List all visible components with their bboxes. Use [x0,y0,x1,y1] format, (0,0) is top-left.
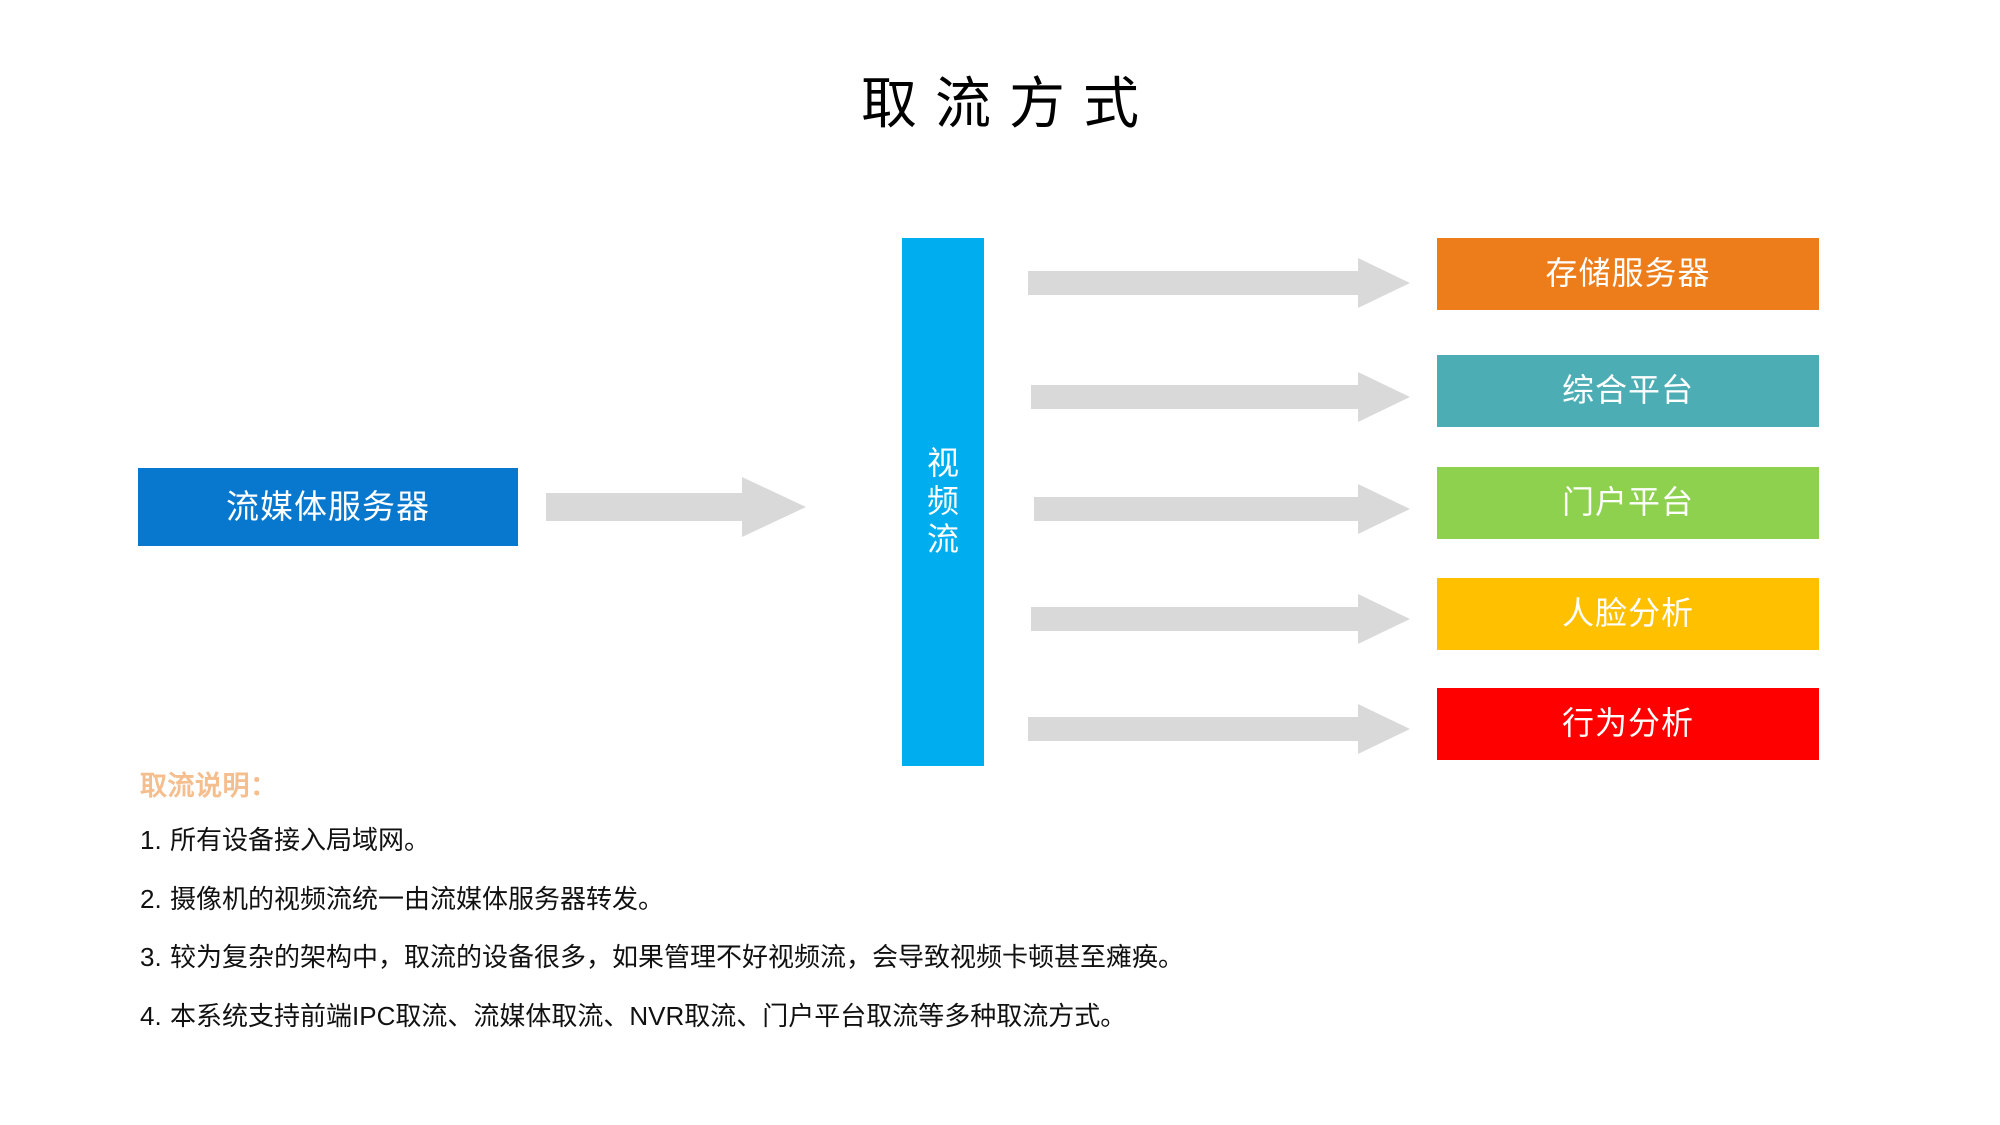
node-video-stream-char-1: 视 [926,445,959,482]
node-behavior-analysis[interactable]: 行为分析 [1437,688,1819,760]
note-item: 1. 所有设备接入局域网。 [140,824,1540,857]
note-item-text: 摄像机的视频流统一由流媒体服务器转发。 [170,883,665,914]
note-item: 3. 较为复杂的架构中，取流的设备很多，如果管理不好视频流，会导致视频卡顿甚至瘫痪… [140,941,1540,974]
note-item: 2. 摄像机的视频流统一由流媒体服务器转发。 [140,883,1540,916]
node-integrated-platform-label: 综合平台 [1561,372,1694,409]
arrow-stream-to-behavior-analysis [1028,704,1410,754]
node-integrated-platform[interactable]: 综合平台 [1437,355,1819,427]
note-item-number: 1. [140,825,162,856]
node-video-stream[interactable]: 视 频 流 [902,238,984,766]
arrow-stream-to-integrated-platform [1031,372,1410,422]
note-item-number: 3. [140,942,162,973]
notes-section: 取流说明： 1. 所有设备接入局域网。 2. 摄像机的视频流统一由流媒体服务器转发。… [140,770,1540,1058]
arrow-stream-to-storage-server [1028,258,1410,308]
arrow-stream-to-face-analysis [1031,594,1410,644]
node-face-analysis-label: 人脸分析 [1561,595,1694,632]
arrow-source-to-stream [546,477,806,537]
node-video-stream-char-3: 流 [926,520,959,557]
notes-heading: 取流说明： [140,771,278,801]
note-item-text: 所有设备接入局域网。 [170,825,431,856]
note-item-number: 2. [140,883,162,914]
node-streaming-media-server[interactable]: 流媒体服务器 [138,468,518,546]
node-face-analysis[interactable]: 人脸分析 [1437,578,1819,650]
node-streaming-media-server-label: 流媒体服务器 [226,487,430,525]
note-item: 4. 本系统支持前端IPC取流、流媒体取流、NVR取流、门户平台取流等多种取流方式… [140,1000,1540,1033]
node-video-stream-char-2: 频 [926,483,959,520]
node-portal-platform-label: 门户平台 [1561,484,1694,521]
node-storage-server-label: 存储服务器 [1545,255,1711,292]
node-behavior-analysis-label: 行为分析 [1561,705,1694,742]
note-item-text: 本系统支持前端IPC取流、流媒体取流、NVR取流、门户平台取流等多种取流方式。 [170,1000,1127,1031]
page-title: 取流方式 [861,72,1157,135]
note-item-number: 4. [140,1000,162,1031]
note-item-text: 较为复杂的架构中，取流的设备很多，如果管理不好视频流，会导致视频卡顿甚至瘫痪。 [170,942,1185,973]
arrow-stream-to-portal-platform [1034,484,1410,534]
node-storage-server[interactable]: 存储服务器 [1437,238,1819,310]
node-portal-platform[interactable]: 门户平台 [1437,467,1819,539]
